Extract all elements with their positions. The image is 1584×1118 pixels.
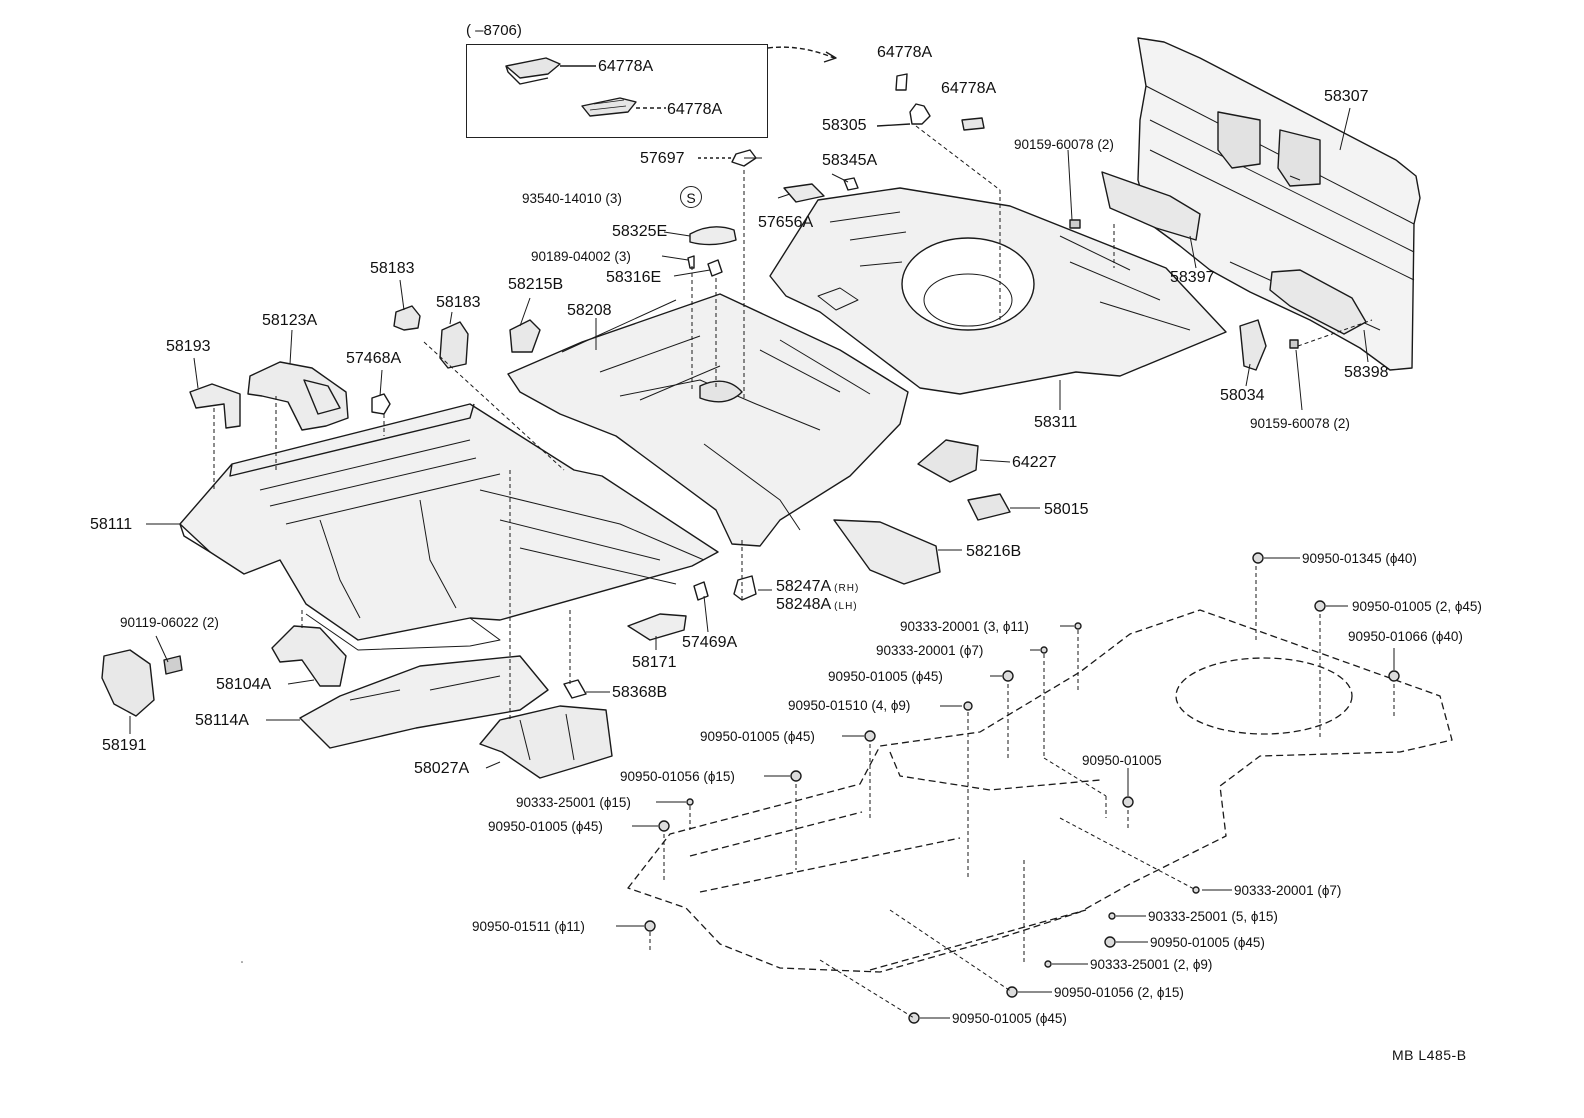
label-90950-01005-45e: 90950-01005 (ϕ45) xyxy=(952,1011,1067,1026)
label-90119-06022: 90119-06022 (2) xyxy=(120,615,219,630)
label-58215B: 58215B xyxy=(508,276,564,293)
label-58104A: 58104A xyxy=(216,676,272,693)
label-58307: 58307 xyxy=(1324,88,1369,105)
label-93540-14010: 93540-14010 (3) xyxy=(522,191,622,206)
label-58114A: 58114A xyxy=(195,712,249,729)
label-58398: 58398 xyxy=(1344,364,1389,381)
label-90333-20001-7a: 90333-20001 (ϕ7) xyxy=(876,643,984,658)
label-58171: 58171 xyxy=(632,654,677,671)
label-90950-01056: 90950-01056 (ϕ15) xyxy=(620,769,735,784)
label-90950-01005-45d: 90950-01005 (ϕ45) xyxy=(1150,935,1265,950)
label-90189-04002: 90189-04002 (3) xyxy=(531,249,631,264)
label-58325E: 58325E xyxy=(612,223,668,240)
label-90950-01005-45a: 90950-01005 (ϕ45) xyxy=(828,669,943,684)
leader-lines xyxy=(129,107,1395,1019)
center-floor-pan xyxy=(507,293,909,547)
inset-parts xyxy=(505,46,837,117)
label-58015: 58015 xyxy=(1044,501,1089,518)
label-90333-25001-5: 90333-25001 (5, ϕ15) xyxy=(1148,909,1278,924)
label-58397: 58397 xyxy=(1170,269,1215,286)
label-90950-01510: 90950-01510 (4, ϕ9) xyxy=(788,698,911,713)
label-90950-01005-45b: 90950-01005 (ϕ45) xyxy=(700,729,815,744)
label-58368B: 58368B xyxy=(612,684,668,701)
label-90333-25001-2: 90333-25001 (2, ϕ9) xyxy=(1090,957,1213,972)
label-57469A: 57469A xyxy=(682,634,738,651)
small-top-parts xyxy=(189,73,985,431)
label-58111: 58111 xyxy=(90,516,133,533)
label-64227: 64227 xyxy=(1012,454,1057,471)
lower-left-parts xyxy=(101,625,613,779)
label-90950-01005-2: 90950-01005 (2, ϕ45) xyxy=(1352,599,1482,614)
label-58305: 58305 xyxy=(822,117,867,134)
label-90950-01005-c: 90950-01005 xyxy=(1082,753,1162,768)
alignment-lines xyxy=(213,125,1395,1019)
floor-silencer xyxy=(627,609,1453,973)
label-58193: 58193 xyxy=(166,338,211,355)
label-57468A: 57468A xyxy=(346,350,402,367)
label-58316E: 58316E xyxy=(606,269,662,286)
label-58183-a: 58183 xyxy=(370,260,415,277)
speck xyxy=(241,961,243,963)
label-58216B: 58216B xyxy=(966,543,1022,560)
label-57697: 57697 xyxy=(640,150,685,167)
label-90950-01345: 90950-01345 (ϕ40) xyxy=(1302,551,1417,566)
diagram-reference-code: MB L485-B xyxy=(1392,1047,1467,1063)
label-58248A-number: 58248A xyxy=(776,596,832,613)
rear-panel xyxy=(1069,37,1421,371)
label-58247A: 58247A(RH) xyxy=(776,578,859,597)
label-64778A-top-1: 64778A xyxy=(877,44,933,61)
label-90950-01511: 90950-01511 (ϕ11) xyxy=(472,919,585,934)
label-64778A-inset-2: 64778A xyxy=(667,101,723,118)
label-90333-20001-3: 90333-20001 (3, ϕ11) xyxy=(900,619,1029,634)
label-58123A: 58123A xyxy=(262,312,318,329)
label-57656A: 57656A xyxy=(758,214,814,231)
label-58208: 58208 xyxy=(567,302,612,319)
front-floor-pan xyxy=(179,403,719,651)
label-58247A-number: 58247A xyxy=(776,578,832,595)
label-90159-60078-b: 90159-60078 (2) xyxy=(1250,416,1350,431)
label-58247A-side: (RH) xyxy=(834,583,860,594)
label-58311: 58311 xyxy=(1034,414,1078,431)
label-90333-25001-15: 90333-25001 (ϕ15) xyxy=(516,795,631,810)
label-90950-01056-2: 90950-01056 (2, ϕ15) xyxy=(1054,985,1184,1000)
label-90950-01066: 90950-01066 (ϕ40) xyxy=(1348,629,1463,644)
rear-floor-pan xyxy=(769,187,1227,395)
label-58248A-side: (LH) xyxy=(834,601,858,612)
label-58345A: 58345A xyxy=(822,152,878,169)
label-58248A: 58248A(LH) xyxy=(776,596,858,615)
label-58191: 58191 xyxy=(102,737,147,754)
label-90950-01005-45c: 90950-01005 (ϕ45) xyxy=(488,819,603,834)
label-90333-20001-7b: 90333-20001 (ϕ7) xyxy=(1234,883,1342,898)
label-64778A-top-2: 64778A xyxy=(941,80,997,97)
inset-range: ( –8706) xyxy=(466,22,522,39)
label-64778A-inset-1: 64778A xyxy=(598,58,654,75)
label-58183-b: 58183 xyxy=(436,294,481,311)
mid-small-parts xyxy=(627,439,1011,641)
plugs xyxy=(644,552,1400,1024)
s-mark: S xyxy=(680,186,702,208)
label-58027A: 58027A xyxy=(414,760,470,777)
label-90159-60078-a: 90159-60078 (2) xyxy=(1014,137,1114,152)
inset-frame xyxy=(466,44,768,138)
label-58034: 58034 xyxy=(1220,387,1265,404)
